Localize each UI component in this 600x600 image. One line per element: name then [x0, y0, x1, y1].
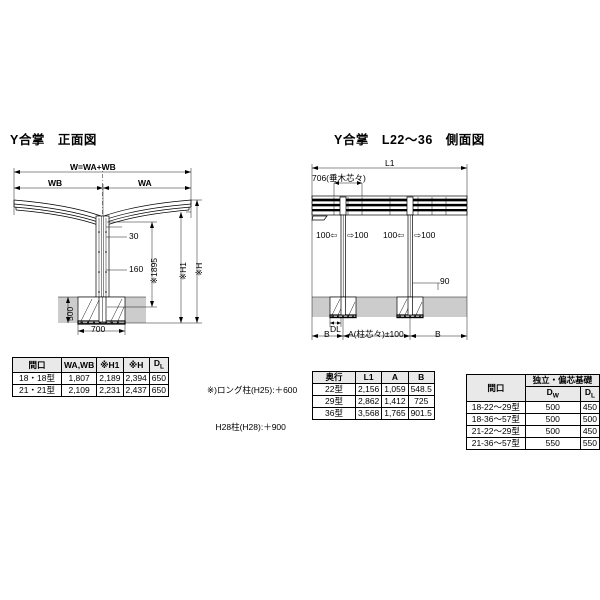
cell-maguchi: 21-36〜57型 [466, 436, 526, 450]
table-header-row: 奥行 L1 A B [312, 371, 435, 384]
cell-dl: 450 [579, 400, 600, 414]
cell-l1: 2,862 [354, 395, 383, 408]
cell-b: 725 [407, 395, 435, 408]
front-dim-h: ※H [194, 262, 204, 276]
col-b: B [407, 371, 435, 384]
col-h: ※H [122, 357, 150, 373]
side-dim-706: 706(垂木芯々) [312, 173, 366, 183]
cell-h1: 2,231 [96, 383, 124, 397]
col-okuyuki: 奥行 [312, 371, 356, 384]
cell-b: 901.5 [407, 407, 435, 420]
table-row: 21-36〜57型 550 550 [466, 436, 600, 450]
cell-maguchi: 18・18型 [12, 371, 62, 385]
note-line-2: H28柱(H28):＋900 [207, 421, 286, 432]
side-dim-100-b-right: ⇨100 [414, 230, 436, 240]
front-dim-h1: ※H1 [178, 262, 188, 280]
col-h1: ※H1 [96, 357, 124, 373]
front-dim-wa: WA [138, 178, 152, 188]
cell-a: 1,765 [381, 407, 409, 420]
side-dim-100-a-left: 100⇦ [316, 230, 338, 240]
front-spec-table: 間口 WA,WB ※H1 ※H DL 18・18型 1,807 2,189 2,… [12, 357, 169, 397]
cell-b: 548.5 [407, 383, 435, 396]
side-view-title: Y合掌 L22〜36 側面図 [334, 133, 485, 147]
front-dim-wb: WB [48, 178, 63, 188]
col-foundation-group: 独立・偏芯基礎 [524, 374, 600, 387]
table-row: 29型 2,862 1,412 725 [312, 395, 435, 408]
cell-okuyuki: 29型 [312, 395, 356, 408]
front-dim-700: 700 [91, 324, 106, 334]
cell-dw: 550 [524, 436, 581, 450]
side-dim-100-a-right: ⇨100 [347, 230, 369, 240]
cell-okuyuki: 36型 [312, 407, 356, 420]
side-dim-dl: DL [330, 324, 341, 334]
front-dim-total: W=WA+WB [70, 162, 116, 172]
side-dim-a: A(柱芯々)±100 [348, 329, 404, 339]
front-dim-30: 30 [129, 231, 139, 241]
cell-dl: 500 [579, 412, 600, 426]
front-dim-500: 500 [65, 306, 75, 321]
cell-dw: 500 [524, 424, 581, 438]
table-row: 18-36〜57型 500 500 [466, 412, 600, 426]
col-wawb: WA,WB [60, 357, 98, 373]
cell-okuyuki: 22型 [312, 383, 356, 396]
table-row: 22型 2,156 1,059 548.5 [312, 383, 435, 396]
cell-maguchi: 21・21型 [12, 383, 62, 397]
foundation-spec-table: 間口 独立・偏芯基礎 DW DL 18-22〜29型 500 450 18-36… [466, 374, 600, 450]
front-dim-160: 160 [129, 264, 144, 274]
front-view-graphic [13, 165, 202, 335]
front-dim-1895: ※1895 [149, 257, 159, 284]
cell-h1: 2,189 [96, 371, 124, 385]
col-dl: DL [579, 386, 600, 402]
cell-maguchi: 21-22〜29型 [466, 424, 526, 438]
cell-l1: 3,568 [354, 407, 383, 420]
cell-dl: 550 [579, 436, 600, 450]
table-row: 21・21型 2,109 2,231 2,437 650 [12, 383, 169, 397]
col-a: A [381, 371, 409, 384]
cell-dl: 450 [579, 424, 600, 438]
col-l1: L1 [354, 371, 383, 384]
table-row: 21-22〜29型 500 450 [466, 424, 600, 438]
note-line-1: ※)ロング柱(H25):＋600 [207, 384, 298, 395]
cell-wawb: 1,807 [60, 371, 98, 385]
cell-maguchi: 18-36〜57型 [466, 412, 526, 426]
cell-h: 2,437 [122, 383, 150, 397]
col-maguchi: 間口 [466, 374, 526, 402]
table-row: 36型 3,568 1,765 901.5 [312, 407, 435, 420]
table-row: 18・18型 1,807 2,189 2,394 650 [12, 371, 169, 385]
cell-a: 1,412 [381, 395, 409, 408]
cell-maguchi: 18-22〜29型 [466, 400, 526, 414]
table-header-row: 間口 独立・偏芯基礎 [466, 374, 600, 402]
cell-dl: 650 [148, 371, 169, 385]
col-dw: DW [524, 386, 581, 402]
col-dl: DL [148, 357, 169, 373]
cell-l1: 2,156 [354, 383, 383, 396]
table-row: 18-22〜29型 500 450 [466, 400, 600, 414]
side-dim-100-b-left: 100⇦ [383, 230, 405, 240]
cell-dl: 650 [148, 383, 169, 397]
cell-a: 1,059 [381, 383, 409, 396]
table-header-row: 間口 WA,WB ※H1 ※H DL [12, 357, 169, 373]
side-dim-90: 90 [440, 276, 450, 286]
front-view-title: Y合掌 正面図 [10, 133, 97, 147]
side-view-graphic [311, 164, 468, 340]
col-maguchi: 間口 [12, 357, 62, 373]
side-dim-l1: L1 [385, 158, 395, 168]
cell-wawb: 2,109 [60, 383, 98, 397]
cell-dw: 500 [524, 400, 581, 414]
table-subheader-row: DW DL [467, 386, 600, 402]
cell-dw: 500 [524, 412, 581, 426]
depth-spec-table: 奥行 L1 A B 22型 2,156 1,059 548.5 29型 2,86… [312, 371, 435, 420]
long-post-note: ※)ロング柱(H25):＋600 H28柱(H28):＋900 [207, 359, 297, 458]
cell-h: 2,394 [122, 371, 150, 385]
side-dim-b-right: B [435, 329, 441, 339]
side-dim-b-left: B [324, 329, 330, 339]
